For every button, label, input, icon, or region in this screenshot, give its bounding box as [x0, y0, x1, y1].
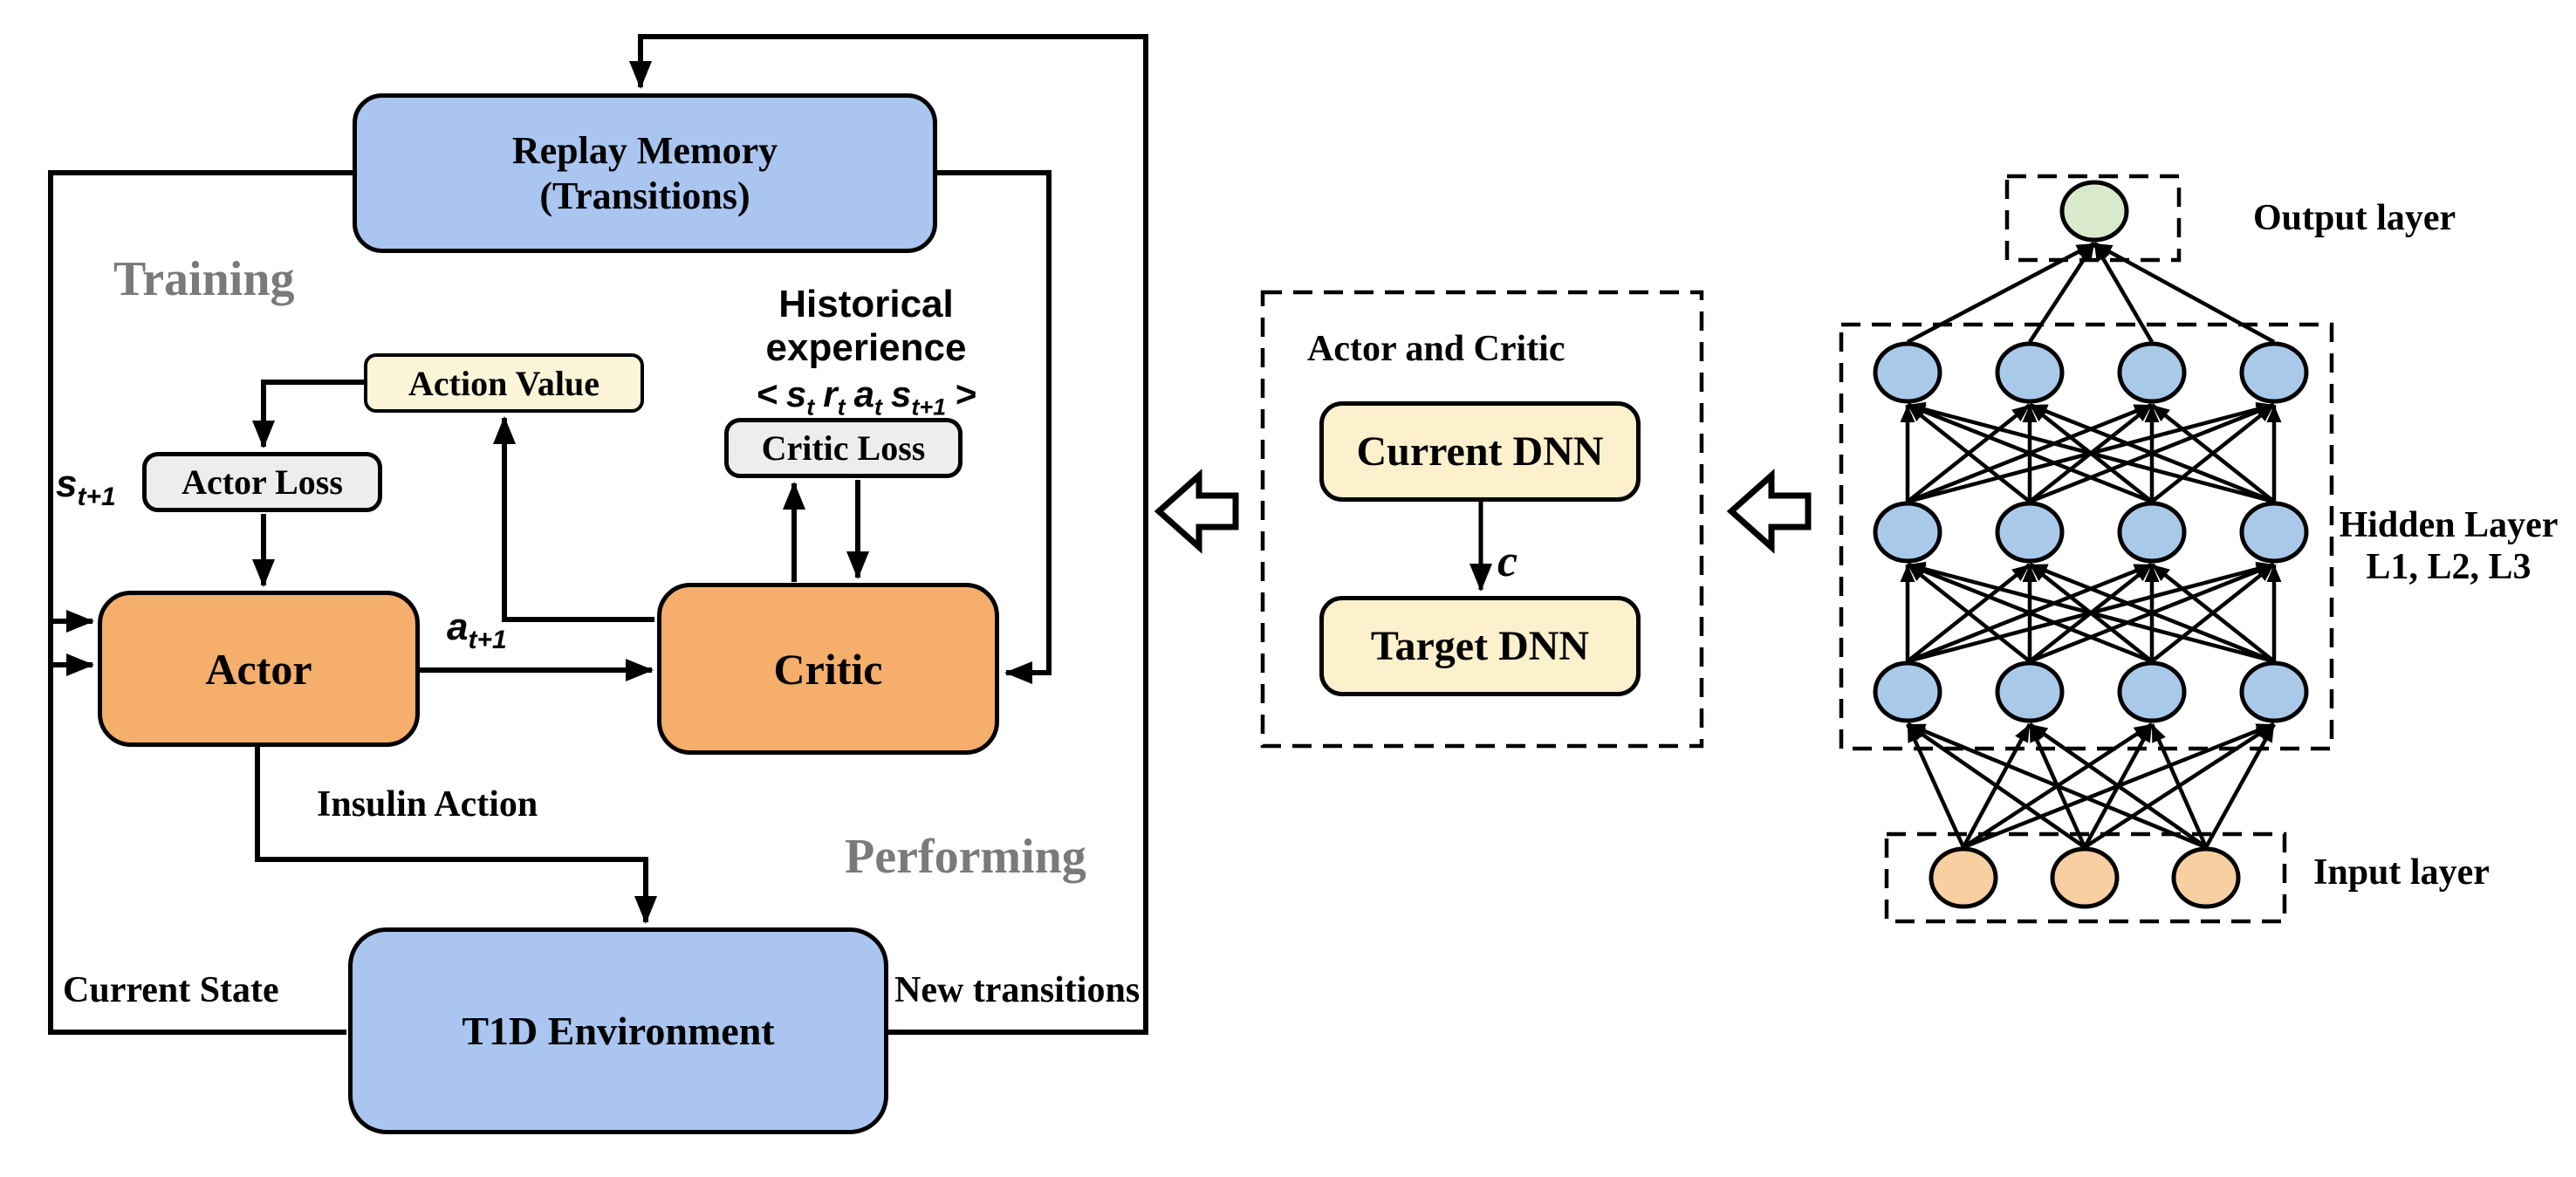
nn-edge-L1-to-output — [2028, 242, 2096, 344]
nn-edge-L1-to-output — [1906, 242, 2096, 344]
nn-node-L2 — [2239, 501, 2309, 564]
historical-experience-label: Historical experience — [765, 283, 967, 369]
nn-node-input — [2050, 846, 2120, 909]
nn-edge-L3-to-L2 — [1906, 563, 2031, 663]
current-state-label: Current State — [63, 970, 279, 1010]
critic-loss-box: Critic Loss — [724, 418, 963, 478]
actor-critic-title: Actor and Critic — [1307, 329, 1565, 369]
tuple-token: at — [853, 373, 882, 421]
nn-node-input — [1929, 846, 1998, 909]
actor-loss-box: Actor Loss — [142, 452, 382, 512]
flow-arrow-mid-icon — [1726, 469, 1812, 554]
connector-new-transitions-loop — [629, 34, 1148, 1035]
t1d-environment-box: T1D Environment — [348, 927, 888, 1134]
t1d-environment-label: T1D Environment — [462, 1009, 775, 1053]
connector-replay-to-left-loop — [48, 170, 353, 1035]
replay-memory-box: Replay Memory (Transitions) — [353, 93, 937, 253]
actor-box: Actor — [98, 591, 420, 747]
tuple-token: > — [955, 373, 976, 414]
nn-edge-input-to-L3 — [2149, 723, 2209, 848]
nn-links — [1900, 242, 2282, 850]
nn-edge-L2-to-L1 — [1906, 403, 2031, 503]
action-next-sub: t+1 — [468, 625, 507, 654]
nn-node-L3 — [1995, 660, 2065, 723]
hidden-layer-label-line2: L1, L2, L3 — [2366, 547, 2531, 588]
tuple-token: st+1 — [890, 373, 947, 421]
connector-replay-to-critic — [937, 170, 1052, 684]
nn-edge-input-to-L3 — [2204, 722, 2276, 849]
nn-edge-L2-to-L1 — [1907, 402, 2153, 504]
actor-loss-label: Actor Loss — [182, 462, 343, 502]
nn-edge-L3-to-L2 — [2150, 563, 2276, 663]
critic-label: Critic — [773, 644, 883, 694]
insulin-action-label: Insulin Action — [317, 784, 538, 825]
nn-node-L1 — [2117, 341, 2187, 404]
flow-arrow-left-icon — [1154, 469, 1239, 554]
nn-node-output — [2059, 180, 2129, 243]
nn-node-L3 — [1873, 660, 1942, 723]
nn-edge-L3-to-L2 — [1907, 561, 2275, 664]
nn-edge-L2-to-L1 — [2150, 403, 2276, 503]
tuple-token: rt — [823, 373, 846, 421]
nn-node-L3 — [2117, 660, 2187, 723]
action-next-base: a — [447, 606, 469, 648]
nn-node-L1 — [2239, 341, 2309, 404]
replay-memory-line1: Replay Memory — [511, 128, 778, 172]
tuple-token: < — [756, 373, 778, 414]
nn-node-L1 — [1873, 341, 1942, 404]
copy-interval-label: c — [1497, 537, 1518, 586]
target-dnn-box: Target DNN — [1319, 596, 1641, 696]
nn-edge-L3-to-L2 — [1907, 562, 2153, 664]
hidden-layer-label: Hidden Layer L1, L2, L3 — [2321, 504, 2576, 589]
action-value-label: Action Value — [408, 363, 599, 403]
critic-loss-label: Critic Loss — [761, 428, 926, 468]
action-next-label: at+1 — [447, 606, 507, 653]
nn-node-input — [2171, 846, 2241, 909]
nn-edge-input-to-L3 — [1907, 722, 2207, 850]
nn-node-L2 — [1873, 501, 1942, 564]
nn-node-L3 — [2239, 660, 2309, 723]
target-dnn-label: Target DNN — [1370, 623, 1590, 669]
connector-actionvalue-to-actorloss — [252, 380, 364, 448]
connector-critic-to-actionvalue — [493, 416, 654, 622]
nn-edge-L1-to-output — [2093, 242, 2276, 344]
nn-edge-input-to-L3 — [1906, 722, 2086, 849]
nn-edge-input-to-L3 — [2028, 722, 2208, 849]
nn-edge-L1-to-output — [2093, 242, 2154, 344]
nn-edge-input-to-L3 — [1905, 723, 1966, 848]
nn-node-L1 — [1995, 341, 2065, 404]
hidden-layer-label-line1: Hidden Layer — [2339, 505, 2559, 545]
actor-critic-panel — [1260, 290, 1704, 749]
action-value-box: Action Value — [364, 353, 644, 413]
new-transitions-label: New transitions — [894, 970, 1141, 1010]
hidden-layer-rect — [1839, 322, 2334, 751]
nn-nodes — [1873, 180, 2309, 909]
replay-memory-line2: (Transitions) — [539, 174, 750, 217]
nn-node-L2 — [2117, 501, 2187, 564]
current-dnn-box: Current DNN — [1319, 401, 1641, 502]
state-next-base: s — [56, 462, 78, 505]
training-phase-label: Training — [113, 252, 295, 306]
state-next-sub: t+1 — [77, 482, 116, 511]
critic-box: Critic — [657, 583, 999, 755]
state-next-label: st+1 — [56, 462, 116, 510]
actor-label: Actor — [205, 644, 312, 694]
input-layer-rect — [1884, 831, 2287, 924]
tuple-token: st — [785, 373, 815, 421]
nn-edge-L2-to-L1 — [2029, 402, 2275, 504]
connector-actor-to-t1d-insulin — [255, 747, 657, 924]
nn-edge-L3-to-L2 — [2029, 562, 2275, 664]
performing-phase-label: Performing — [845, 830, 1086, 884]
input-layer-label: Input layer — [2313, 852, 2490, 893]
output-layer-label: Output layer — [2253, 198, 2456, 238]
nn-edge-L2-to-L1 — [1907, 401, 2275, 504]
nn-node-L2 — [1995, 501, 2065, 564]
current-dnn-label: Current DNN — [1356, 428, 1604, 475]
